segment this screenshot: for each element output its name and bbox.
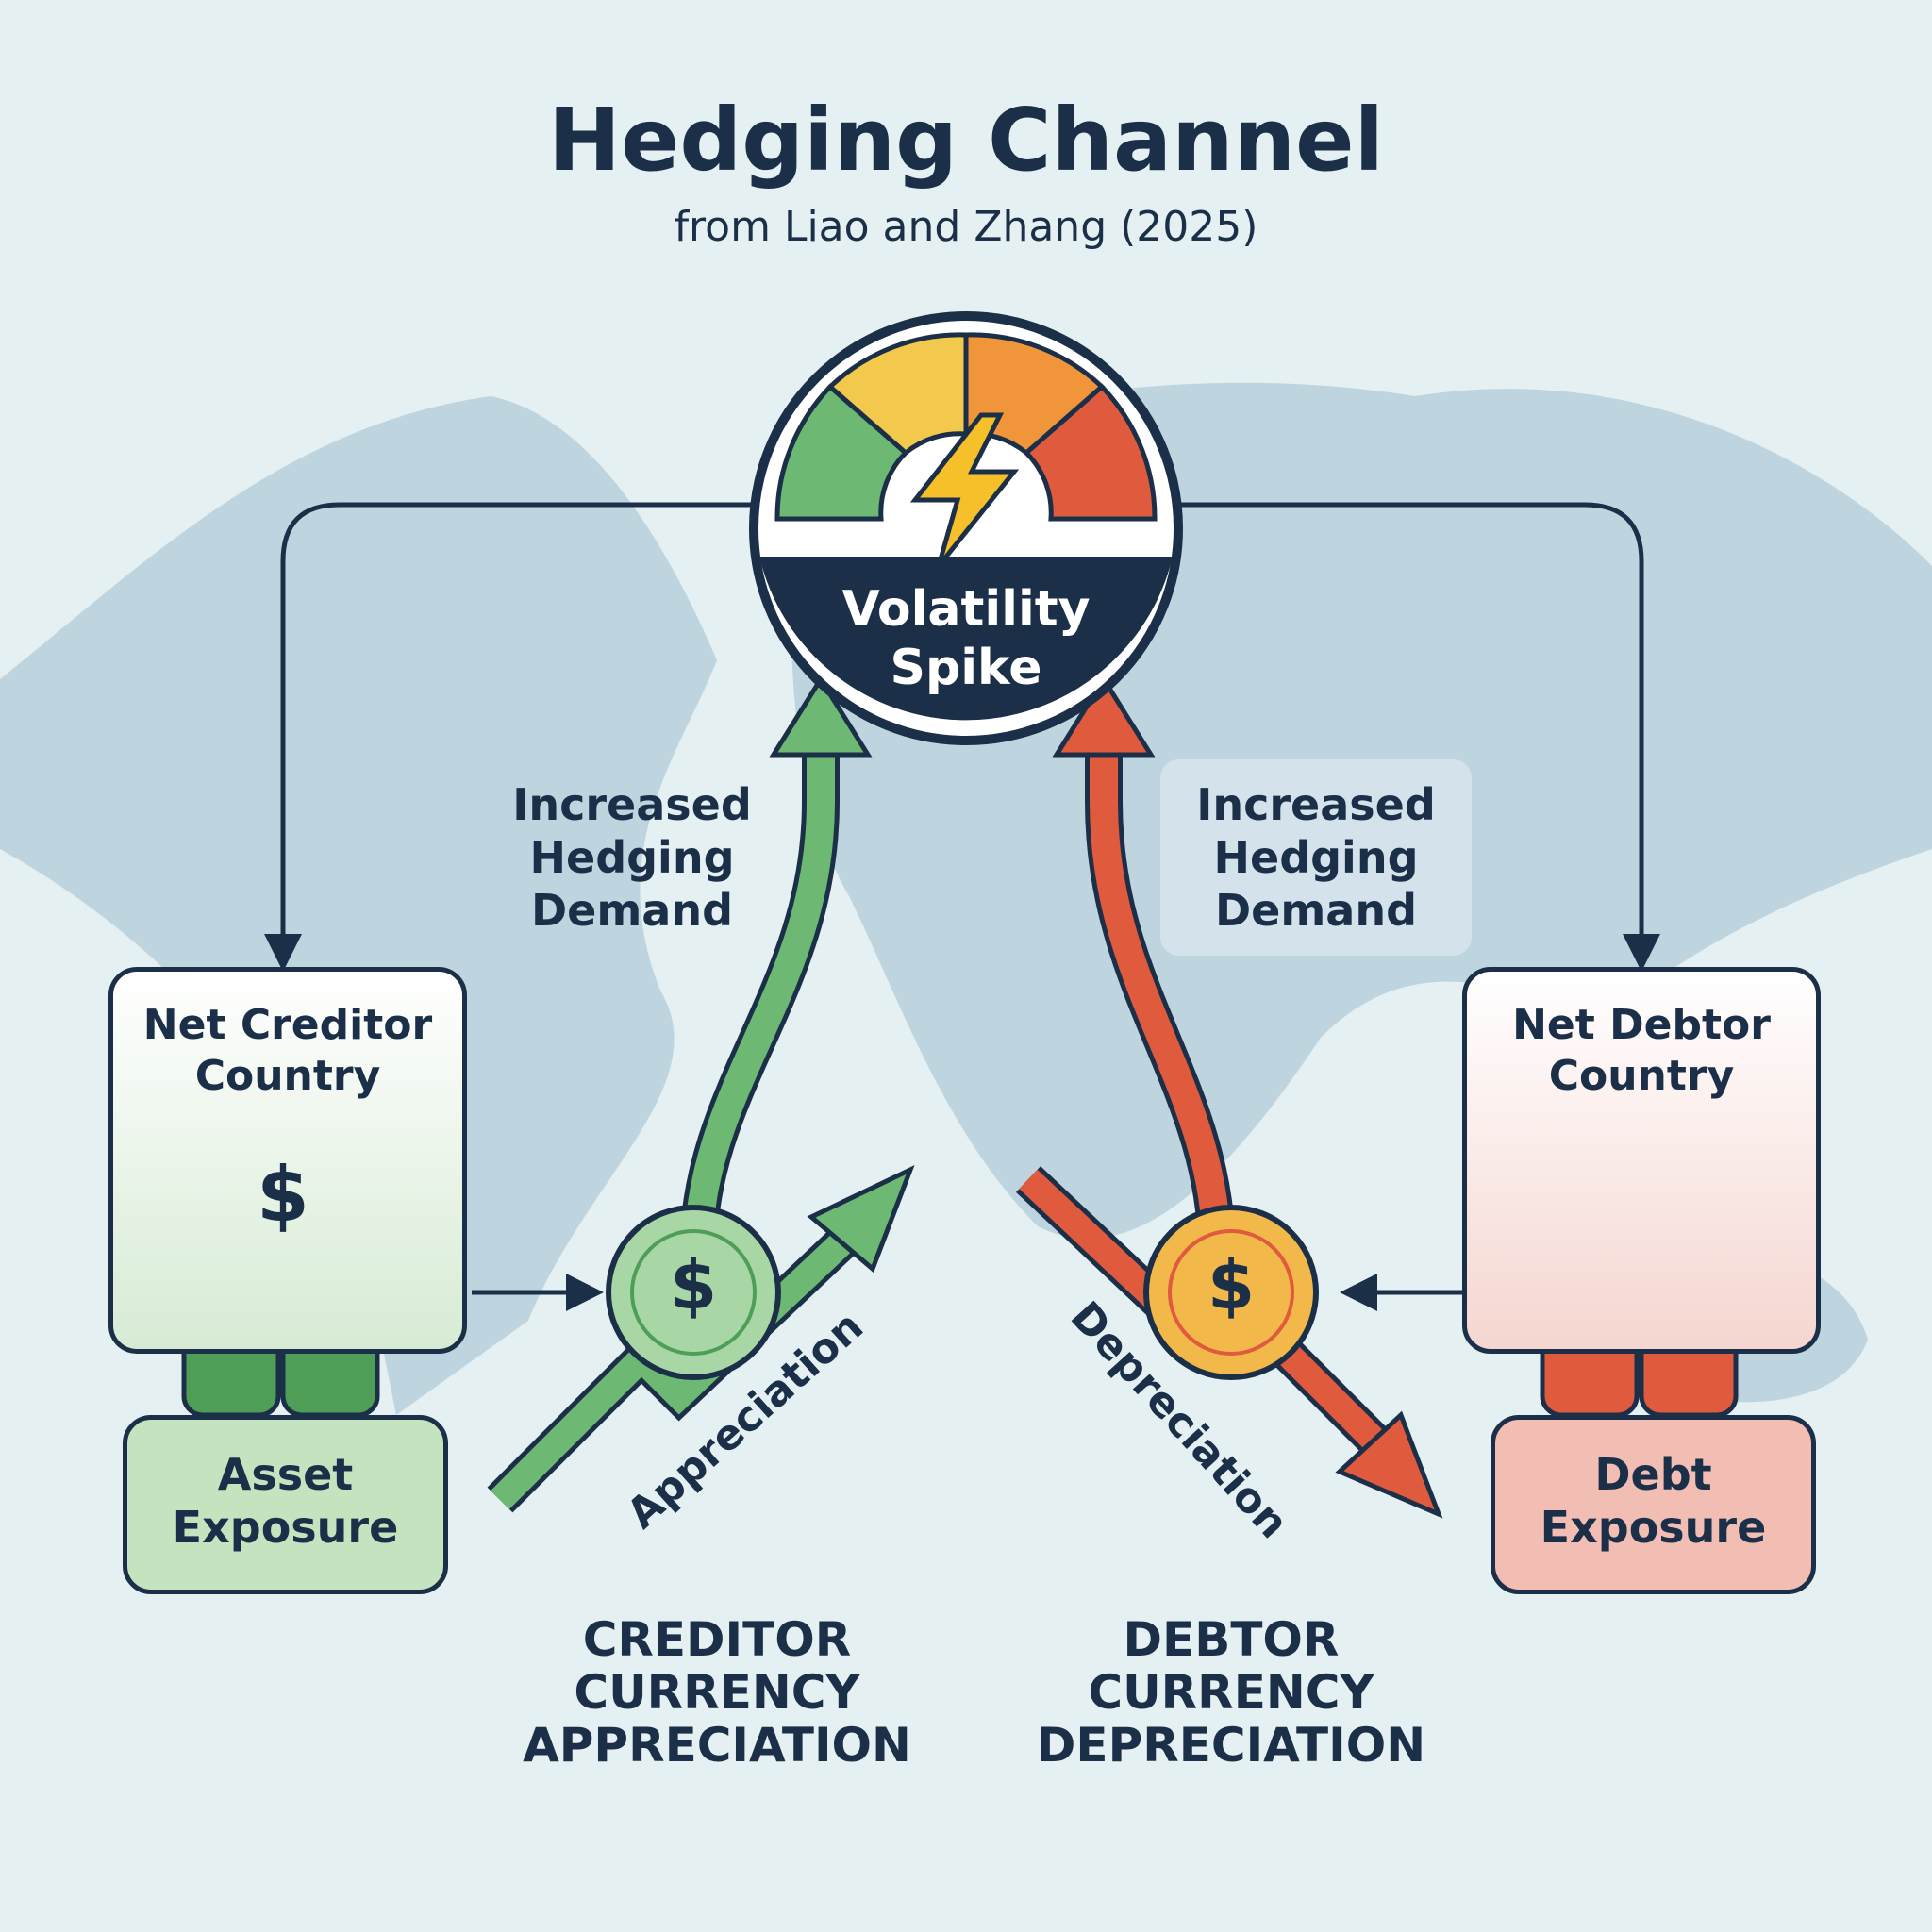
label-line: Hedging xyxy=(529,832,735,883)
label-line: DEPRECIATION xyxy=(1036,1718,1426,1773)
label-line: Country xyxy=(1548,1052,1735,1100)
label-line: APPRECIATION xyxy=(523,1718,911,1773)
right-hedging-demand-label: Increased Hedging Demand xyxy=(1160,759,1472,956)
label-line: Exposure xyxy=(1540,1502,1767,1553)
label-line: Increased xyxy=(512,779,752,830)
dollar-icon: $ xyxy=(257,1151,309,1239)
label-line: Debt xyxy=(1594,1449,1712,1500)
left-hedging-demand-label: Increased Hedging Demand xyxy=(481,778,783,937)
connector-lines xyxy=(264,502,1660,1311)
label-line: Demand xyxy=(1214,885,1418,936)
label-line: DEBTOR xyxy=(1123,1612,1340,1667)
debt-exposure-box xyxy=(1491,1415,1816,1594)
net-debtor-country-label: Net Debtor Country xyxy=(1462,1000,1821,1102)
middle-yellow-coin-icon xyxy=(1143,1205,1319,1380)
label-line: Net Creditor xyxy=(142,1001,433,1049)
label-line: Volatility xyxy=(841,581,1091,638)
label-line: Asset xyxy=(217,1449,354,1500)
label-line: Hedging xyxy=(1213,832,1419,883)
lightning-icon xyxy=(909,412,1020,568)
dollar-icon: $ xyxy=(669,1245,718,1324)
red-trend-arrow xyxy=(1090,745,1231,1256)
label-line: Demand xyxy=(530,885,734,936)
debt-exposure-label: Debt Exposure xyxy=(1491,1448,1816,1554)
middle-green-coin-icon xyxy=(606,1205,781,1380)
volatility-gauge xyxy=(749,311,1183,745)
label-line: CREDITOR xyxy=(582,1612,852,1667)
arrow-to-debtor xyxy=(1179,502,1660,972)
asset-exposure-box xyxy=(123,1415,448,1594)
debtor-currency-depreciation-caption: DEBTOR CURRENCY DEPRECIATION xyxy=(1005,1613,1457,1772)
dollar-icon: $ xyxy=(1207,1245,1256,1324)
net-creditor-country-label: Net Creditor Country xyxy=(108,1000,467,1102)
label-line: Net Debtor xyxy=(1512,1001,1771,1049)
label-line: CURRENCY xyxy=(574,1665,860,1720)
label-line: Exposure xyxy=(172,1502,399,1553)
label-line: Spike xyxy=(890,640,1042,696)
green-trend-arrow xyxy=(684,745,835,1256)
arrow-to-creditor xyxy=(264,502,755,972)
asset-exposure-label: Asset Exposure xyxy=(123,1448,448,1554)
green-arrow-head xyxy=(769,675,873,758)
label-line: CURRENCY xyxy=(1088,1665,1374,1720)
label-line: Country xyxy=(194,1052,381,1100)
creditor-currency-appreciation-caption: CREDITOR CURRENCY APPRECIATION xyxy=(491,1613,943,1772)
page-title: Hedging Channel xyxy=(547,90,1385,191)
volatility-spike-label: Volatility Spike xyxy=(777,580,1155,697)
subtitle: from Liao and Zhang (2025) xyxy=(674,203,1258,251)
label-line: Increased xyxy=(1196,779,1436,830)
red-arrow-head xyxy=(1052,675,1156,758)
net-debtor-country-box xyxy=(1462,967,1821,1354)
net-creditor-country-box xyxy=(108,967,467,1354)
